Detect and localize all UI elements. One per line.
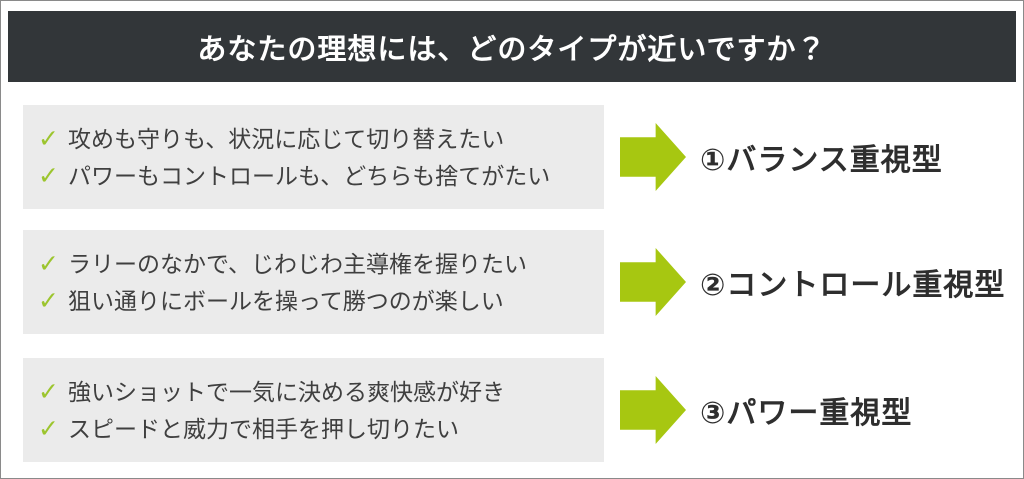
criteria-panel: ✓ 攻めも守りも、状況に応じて切り替えたい ✓ パワーもコントロールも、どちらも… (23, 105, 604, 209)
criteria-panel: ✓ ラリーのなかで、じわじわ主導権を握りたい ✓ 狙い通りにボールを操って勝つの… (23, 230, 604, 334)
type-label: ①バランス重視型 (700, 144, 943, 177)
header-banner: あなたの理想には、どのタイプが近いですか？ (8, 11, 1016, 82)
check-icon: ✓ (38, 124, 59, 153)
criteria-text: 強いショットで一気に決める爽快感が好き (67, 378, 505, 405)
check-icon: ✓ (38, 249, 59, 278)
criteria-item: ✓ 狙い通りにボールを操って勝つのが楽しい (38, 284, 604, 318)
right-arrow-icon (620, 248, 686, 316)
criteria-panel: ✓ 強いショットで一気に決める爽快感が好き ✓ スピードと威力で相手を押し切りた… (23, 358, 604, 462)
type-row-power: ✓ 強いショットで一気に決める爽快感が好き ✓ スピードと威力で相手を押し切りた… (23, 358, 1015, 462)
type-label: ②コントロール重視型 (700, 269, 1006, 302)
check-icon: ✓ (38, 377, 59, 406)
type-row-balance: ✓ 攻めも守りも、状況に応じて切り替えたい ✓ パワーもコントロールも、どちらも… (23, 105, 1015, 209)
right-arrow-icon (620, 376, 686, 444)
criteria-item: ✓ ラリーのなかで、じわじわ主導権を握りたい (38, 247, 604, 281)
criteria-item: ✓ 攻めも守りも、状況に応じて切り替えたい (38, 122, 604, 156)
type-label: ③パワー重視型 (700, 397, 913, 430)
criteria-text: パワーもコントロールも、どちらも捨てがたい (67, 162, 551, 189)
criteria-text: 狙い通りにボールを操って勝つのが楽しい (67, 287, 504, 314)
criteria-item: ✓ スピードと威力で相手を押し切りたい (38, 412, 604, 446)
header-title: あなたの理想には、どのタイプが近いですか？ (197, 33, 827, 66)
criteria-text: ラリーのなかで、じわじわ主導権を握りたい (67, 250, 528, 277)
check-icon: ✓ (38, 161, 59, 190)
check-icon: ✓ (38, 414, 59, 443)
criteria-text: スピードと威力で相手を押し切りたい (67, 415, 459, 442)
check-icon: ✓ (38, 286, 59, 315)
type-row-control: ✓ ラリーのなかで、じわじわ主導権を握りたい ✓ 狙い通りにボールを操って勝つの… (23, 230, 1015, 334)
criteria-item: ✓ パワーもコントロールも、どちらも捨てがたい (38, 159, 604, 193)
criteria-text: 攻めも守りも、状況に応じて切り替えたい (67, 125, 505, 152)
criteria-item: ✓ 強いショットで一気に決める爽快感が好き (38, 375, 604, 409)
right-arrow-icon (620, 123, 686, 191)
